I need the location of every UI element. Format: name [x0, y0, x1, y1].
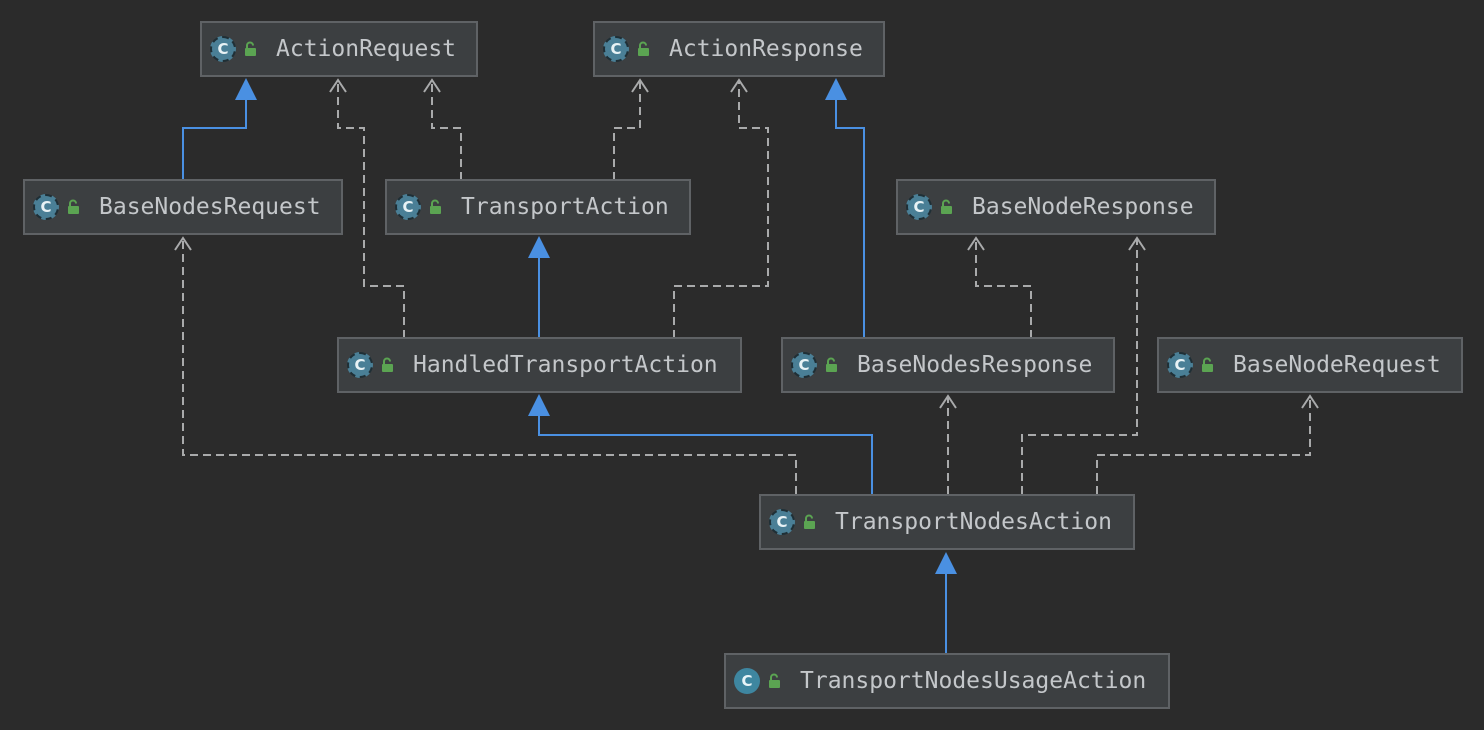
unlocked-public-icon	[429, 199, 443, 215]
unlocked-public-icon	[940, 199, 954, 215]
unlocked-public-icon	[67, 199, 81, 215]
extends-arrowhead	[235, 78, 257, 100]
edge-transportnodesaction-uses-basenoderequest	[1096, 398, 1311, 494]
edge-basenodesresponse-uses-basenoderesponse	[975, 240, 1032, 338]
class-name: ActionResponse	[669, 36, 863, 62]
class-node-actionresponse[interactable]: C ActionResponse	[593, 21, 885, 77]
dependency-arrowhead	[329, 78, 347, 93]
abstract-class-icon: C	[603, 36, 629, 62]
class-name: ActionRequest	[276, 36, 457, 62]
abstract-class-icon: C	[210, 36, 236, 62]
class-name: BaseNodesRequest	[99, 194, 321, 220]
dependency-arrowhead	[967, 236, 985, 251]
class-name: BaseNodesResponse	[857, 352, 1093, 378]
abstract-class-icon: C	[1167, 352, 1193, 378]
class-node-basenodesresponse[interactable]: C BaseNodesResponse	[781, 337, 1115, 393]
unlocked-public-icon	[244, 41, 258, 57]
extends-arrowhead	[528, 394, 550, 416]
extends-arrowhead	[528, 236, 550, 258]
edge-handledtransportaction-uses-actionresponse	[673, 82, 769, 338]
edge-transportnodesaction-uses-basenodesrequest	[182, 240, 797, 494]
edge-transportnodesaction-extends-handledtransportaction	[538, 416, 873, 494]
class-node-transportnodesaction[interactable]: C TransportNodesAction	[759, 494, 1135, 550]
abstract-class-icon: C	[791, 352, 817, 378]
class-node-basenoderequest[interactable]: C BaseNodeRequest	[1157, 337, 1463, 393]
dependency-arrowhead	[1301, 394, 1319, 409]
dependency-arrowhead	[730, 78, 748, 93]
class-name: TransportNodesUsageAction	[800, 668, 1147, 694]
unlocked-public-icon	[381, 357, 395, 373]
dependency-arrowhead	[174, 236, 192, 251]
edge-handledtransportaction-uses-actionrequest	[337, 82, 405, 338]
unlocked-public-icon	[1201, 357, 1215, 373]
dependency-arrowhead	[1128, 236, 1146, 251]
unlocked-public-icon	[637, 41, 651, 57]
class-icon: C	[734, 668, 760, 694]
abstract-class-icon: C	[769, 509, 795, 535]
dependency-arrowhead	[423, 78, 441, 93]
dependency-arrowhead	[939, 394, 957, 409]
class-node-transportnodesusageaction[interactable]: C TransportNodesUsageAction	[724, 653, 1170, 709]
unlocked-public-icon	[803, 514, 817, 530]
edge-transportnodesaction-uses-basenoderesponse	[1021, 240, 1138, 494]
extends-arrowhead	[825, 78, 847, 100]
class-name: TransportNodesAction	[835, 509, 1112, 535]
abstract-class-icon: C	[906, 194, 932, 220]
dependency-arrowhead	[631, 78, 649, 93]
abstract-class-icon: C	[33, 194, 59, 220]
class-node-transportaction[interactable]: C TransportAction	[385, 179, 691, 235]
edge-basenodesresponse-extends-actionresponse	[835, 100, 865, 338]
class-node-actionrequest[interactable]: C ActionRequest	[200, 21, 478, 77]
unlocked-public-icon	[825, 357, 839, 373]
class-node-basenodesrequest[interactable]: C BaseNodesRequest	[23, 179, 343, 235]
abstract-class-icon: C	[347, 352, 373, 378]
unlocked-public-icon	[768, 673, 782, 689]
edge-transportaction-uses-actionresponse	[613, 82, 641, 180]
class-name: BaseNodeRequest	[1233, 352, 1441, 378]
class-name: HandledTransportAction	[413, 352, 718, 378]
class-name: BaseNodeResponse	[972, 194, 1194, 220]
edge-transportaction-uses-actionrequest	[431, 82, 462, 180]
edge-basenodesrequest-extends-actionrequest	[182, 100, 247, 180]
extends-arrowhead	[935, 552, 957, 574]
abstract-class-icon: C	[395, 194, 421, 220]
class-node-basenoderesponse[interactable]: C BaseNodeResponse	[896, 179, 1216, 235]
class-node-handledtransportaction[interactable]: C HandledTransportAction	[337, 337, 742, 393]
class-name: TransportAction	[461, 194, 669, 220]
